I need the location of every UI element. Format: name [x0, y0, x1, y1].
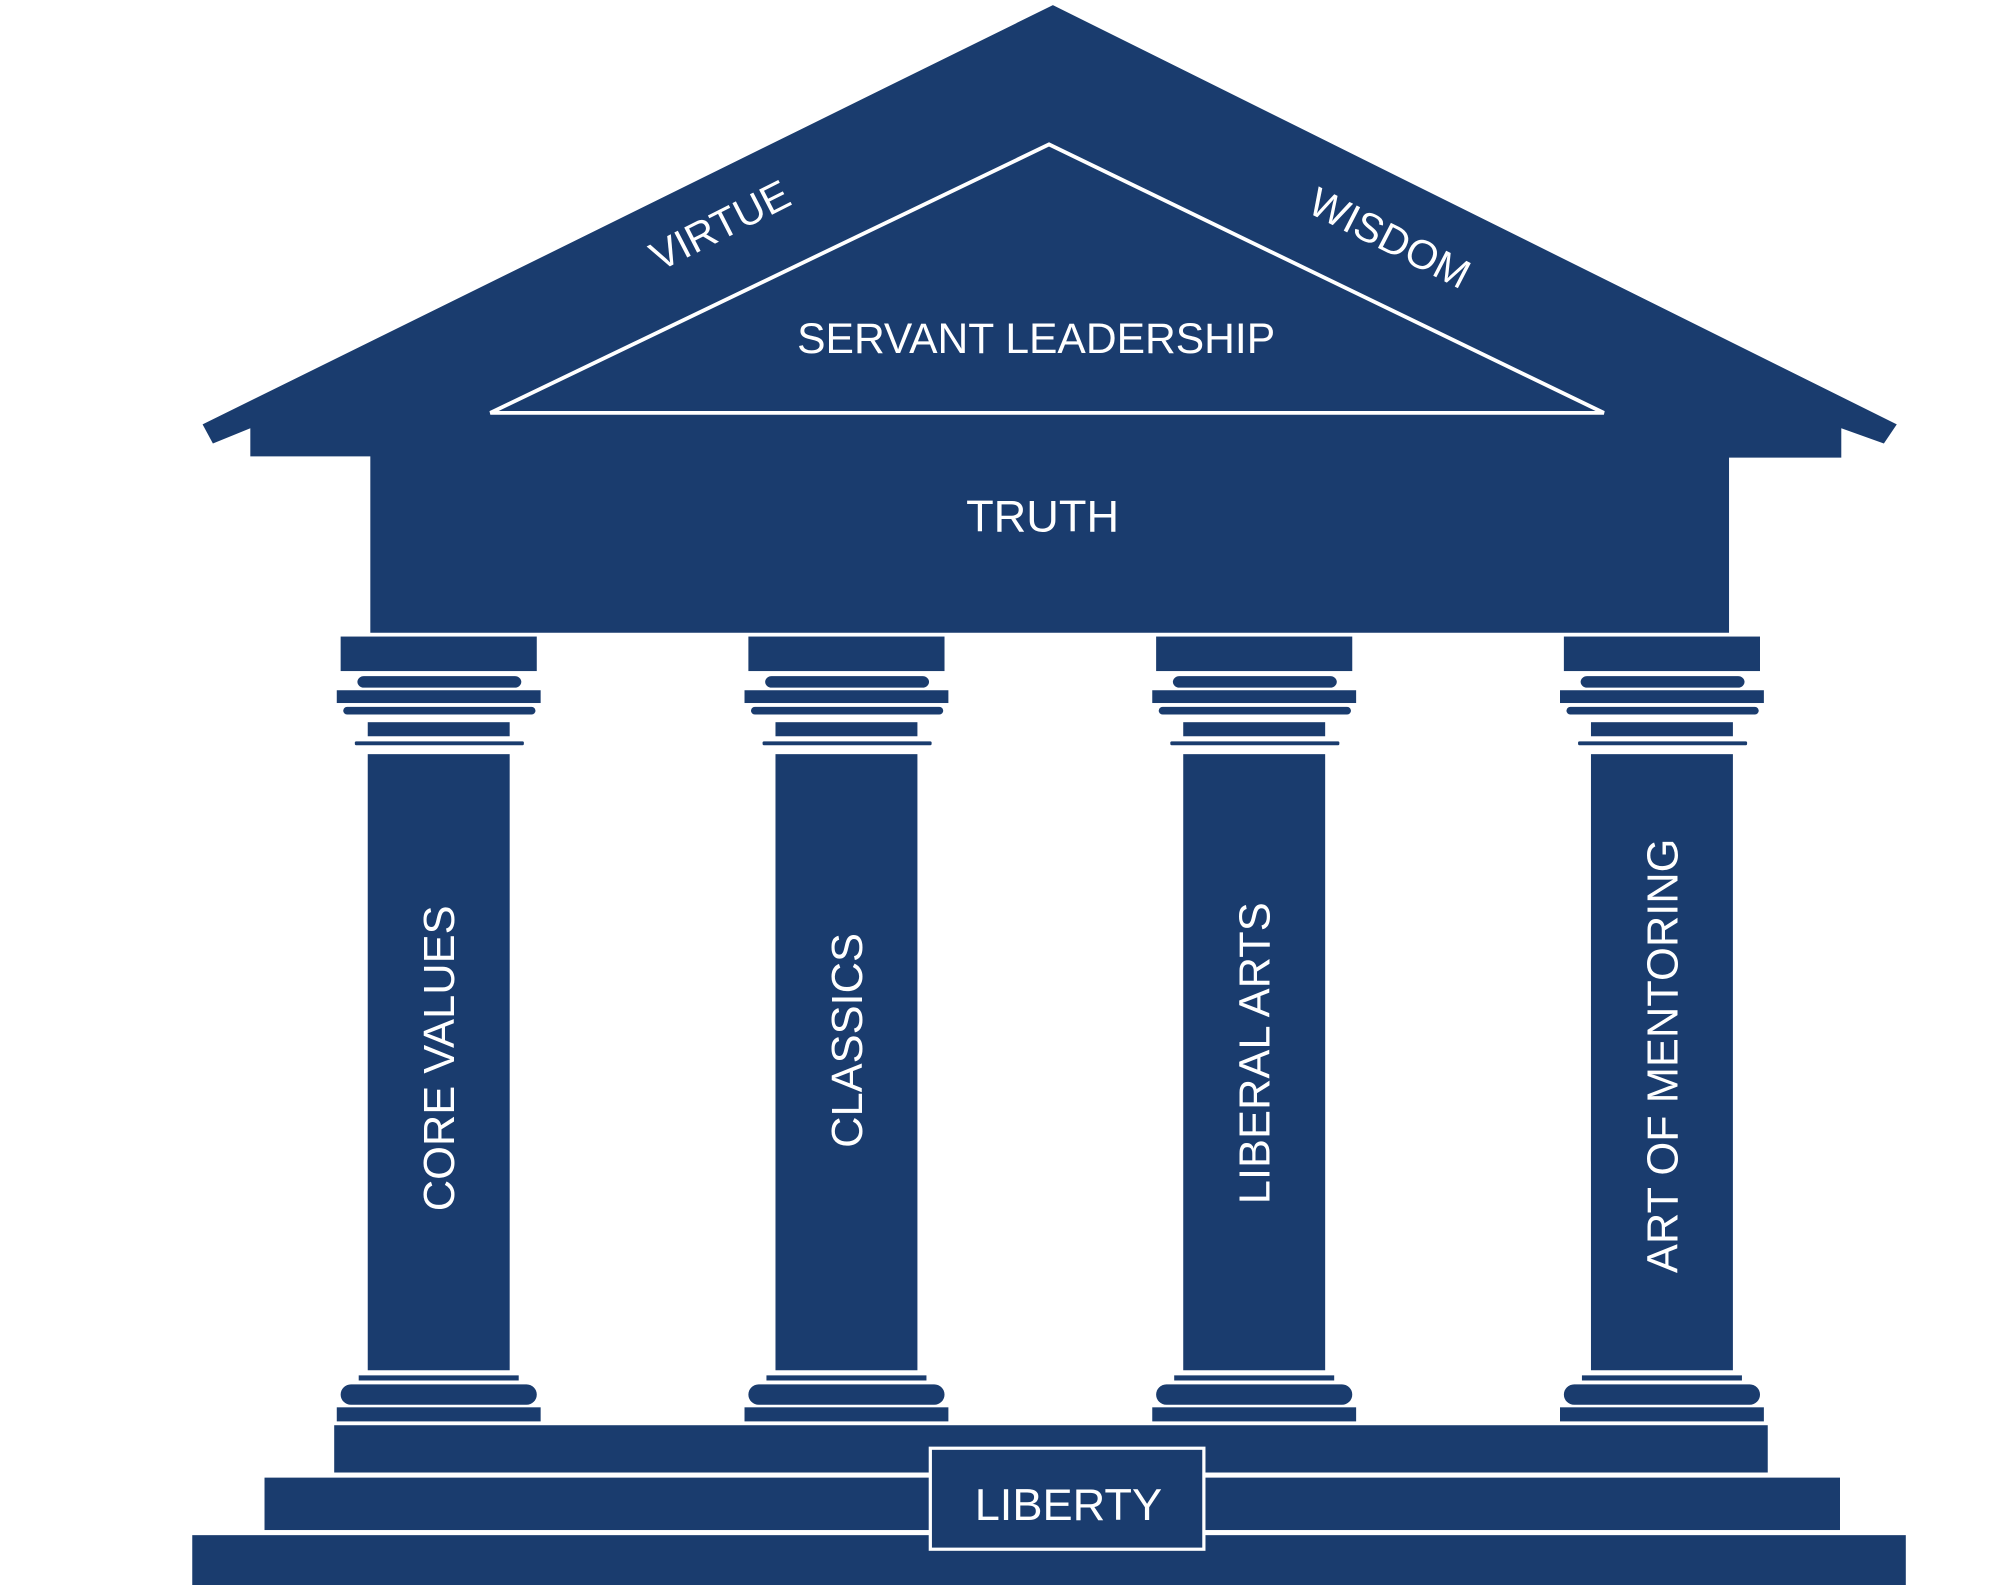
capital-ring — [750, 706, 944, 715]
liberty-label: LIBERTY — [975, 1479, 1162, 1530]
capital-band — [1152, 690, 1357, 704]
capital-fillet — [1170, 741, 1340, 746]
column-shaft — [1590, 754, 1733, 1371]
capital-band — [744, 690, 949, 704]
capital-band — [336, 690, 541, 704]
capital-fillet — [762, 741, 932, 746]
roof — [202, 5, 1897, 633]
capital-echinus — [1172, 676, 1337, 688]
capital-abacus — [1563, 636, 1760, 672]
capital-echinus — [1580, 676, 1745, 688]
capital-neck — [1183, 722, 1326, 737]
column-shaft — [1183, 754, 1326, 1371]
liberty-box — [928, 1446, 1206, 1551]
capital-echinus — [357, 676, 522, 688]
capital-echinus — [765, 676, 930, 688]
base-plinth — [336, 1407, 541, 1422]
capital-neck — [1590, 722, 1733, 737]
base-fillet — [1174, 1375, 1335, 1381]
capital-neck — [775, 722, 918, 737]
column-label: LIBERAL ARTS — [1230, 902, 1279, 1204]
column: ART OF MENTORING — [1560, 636, 1764, 1422]
base-plinth — [1560, 1407, 1764, 1422]
pediment-outline — [489, 142, 1605, 415]
column: CORE VALUES — [336, 636, 541, 1422]
capital-band — [1560, 690, 1764, 704]
column-shaft — [367, 754, 510, 1371]
base-torus — [1156, 1384, 1353, 1405]
capital-fillet — [354, 741, 524, 746]
column: CLASSICS — [744, 636, 949, 1422]
capital-abacus — [1156, 636, 1353, 672]
servant-leadership-label: SERVANT LEADERSHIP — [797, 315, 1275, 362]
column-shaft — [775, 754, 918, 1371]
column-label: ART OF MENTORING — [1638, 839, 1687, 1274]
base-fillet — [766, 1375, 927, 1381]
column-label: CORE VALUES — [415, 905, 464, 1211]
base-plinth — [744, 1407, 949, 1422]
base-torus — [1563, 1384, 1760, 1405]
capital-abacus — [748, 636, 945, 672]
capital-abacus — [340, 636, 537, 672]
capital-ring — [1158, 706, 1351, 715]
base-torus — [340, 1384, 537, 1405]
capital-neck — [367, 722, 510, 737]
base-fillet — [1581, 1375, 1742, 1381]
base-plinth — [1152, 1407, 1357, 1422]
truth-label: TRUTH — [966, 491, 1119, 542]
capital-ring — [343, 706, 536, 715]
base-torus — [748, 1384, 945, 1405]
capital-fillet — [1578, 741, 1748, 746]
capital-ring — [1566, 706, 1759, 715]
column: LIBERAL ARTS — [1152, 636, 1357, 1422]
base-fillet — [358, 1375, 519, 1381]
column-label: CLASSICS — [823, 933, 872, 1148]
